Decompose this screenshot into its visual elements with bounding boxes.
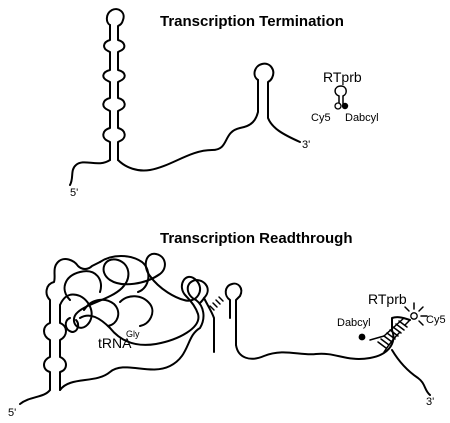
readthrough-panel: Transcription Readthrough 5' 3' tRNA Gly <box>8 230 446 419</box>
termination-title: Transcription Termination <box>160 13 344 30</box>
dabcyl-quencher-icon <box>341 102 349 110</box>
readthrough-tail-strand <box>235 316 411 360</box>
emission-rays-icon <box>404 302 428 326</box>
readthrough-tangle <box>59 252 202 346</box>
readthrough-hairpin-large <box>43 258 101 391</box>
readthrough-probe-pairing <box>377 320 408 349</box>
termination-5prime: 5' <box>70 187 78 199</box>
readthrough-mid-strand <box>19 299 205 405</box>
trna-superscript: Gly <box>126 329 140 339</box>
readthrough-pairing-mid <box>209 296 224 311</box>
termination-probe: RTprb Cy5 Dabcyl <box>311 69 379 124</box>
termination-hairpin-small <box>253 62 301 143</box>
readthrough-probe-quencher: Dabcyl <box>337 317 371 329</box>
dabcyl-quencher-icon <box>358 333 366 341</box>
readthrough-trna-loops <box>63 255 154 327</box>
trna-label: tRNA <box>98 335 132 351</box>
termination-3prime: 3' <box>302 139 310 151</box>
readthrough-probe-fluorophore: Cy5 <box>426 314 446 326</box>
cy5-fluorophore-icon <box>410 312 418 320</box>
readthrough-bulge <box>64 317 80 333</box>
readthrough-hairpin-small <box>224 282 243 346</box>
readthrough-hairpin-mid <box>186 279 215 353</box>
termination-rna-strand <box>69 79 259 186</box>
readthrough-5prime: 5' <box>8 407 16 419</box>
readthrough-probe-name: RTprb <box>368 291 407 307</box>
readthrough-probe: RTprb Dabcyl Cy5 <box>337 291 446 353</box>
readthrough-3prime: 3' <box>426 396 434 408</box>
termination-probe-fluorophore: Cy5 <box>311 112 331 124</box>
termination-probe-name: RTprb <box>323 69 362 85</box>
readthrough-title: Transcription Readthrough <box>160 230 353 247</box>
termination-hairpin-large <box>102 8 126 161</box>
termination-probe-quencher: Dabcyl <box>345 112 379 124</box>
termination-panel: Transcription Termination 5' 3' RTprb Cy… <box>69 8 379 199</box>
cy5-fluorophore-icon <box>334 102 342 110</box>
